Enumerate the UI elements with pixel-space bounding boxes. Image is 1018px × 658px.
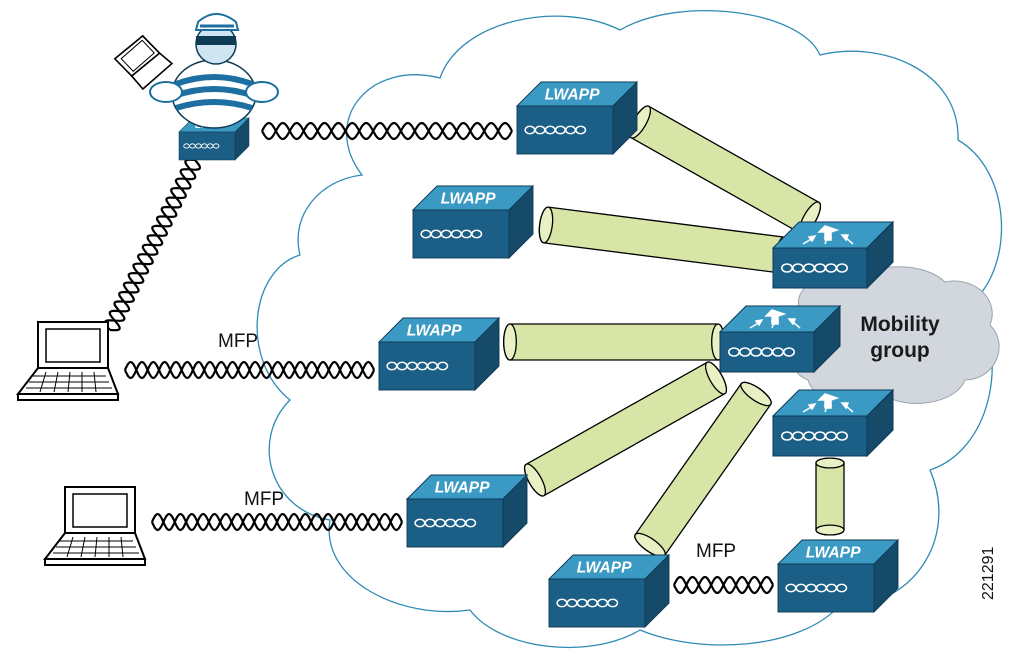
client-laptop-icon — [17, 321, 119, 401]
lwapp-ap-icon — [412, 185, 534, 259]
wlan-controller-icon — [772, 389, 894, 457]
mfp-label: MFP — [218, 331, 258, 352]
mobility-group-label-line1: Mobility — [860, 313, 940, 336]
lwapp-ap-icon — [777, 539, 899, 613]
lwapp-tunnels — [503, 105, 845, 558]
figure-number: 221291 — [980, 547, 997, 600]
wireless-links — [103, 121, 774, 595]
wlan-controller-icon — [719, 305, 841, 373]
mfp-label: MFP — [696, 541, 736, 562]
client-laptop-icon — [44, 486, 146, 566]
lwapp-ap-icon — [516, 81, 638, 155]
wlan-controller-icon — [772, 221, 894, 289]
mobility-group-label-line2: group — [870, 339, 929, 362]
mfp-label: MFP — [244, 489, 284, 510]
attacker-icon — [113, 13, 279, 129]
lwapp-ap-icon — [378, 317, 500, 391]
lwapp-ap-icon — [406, 474, 528, 548]
lwapp-ap-icon — [548, 554, 670, 628]
